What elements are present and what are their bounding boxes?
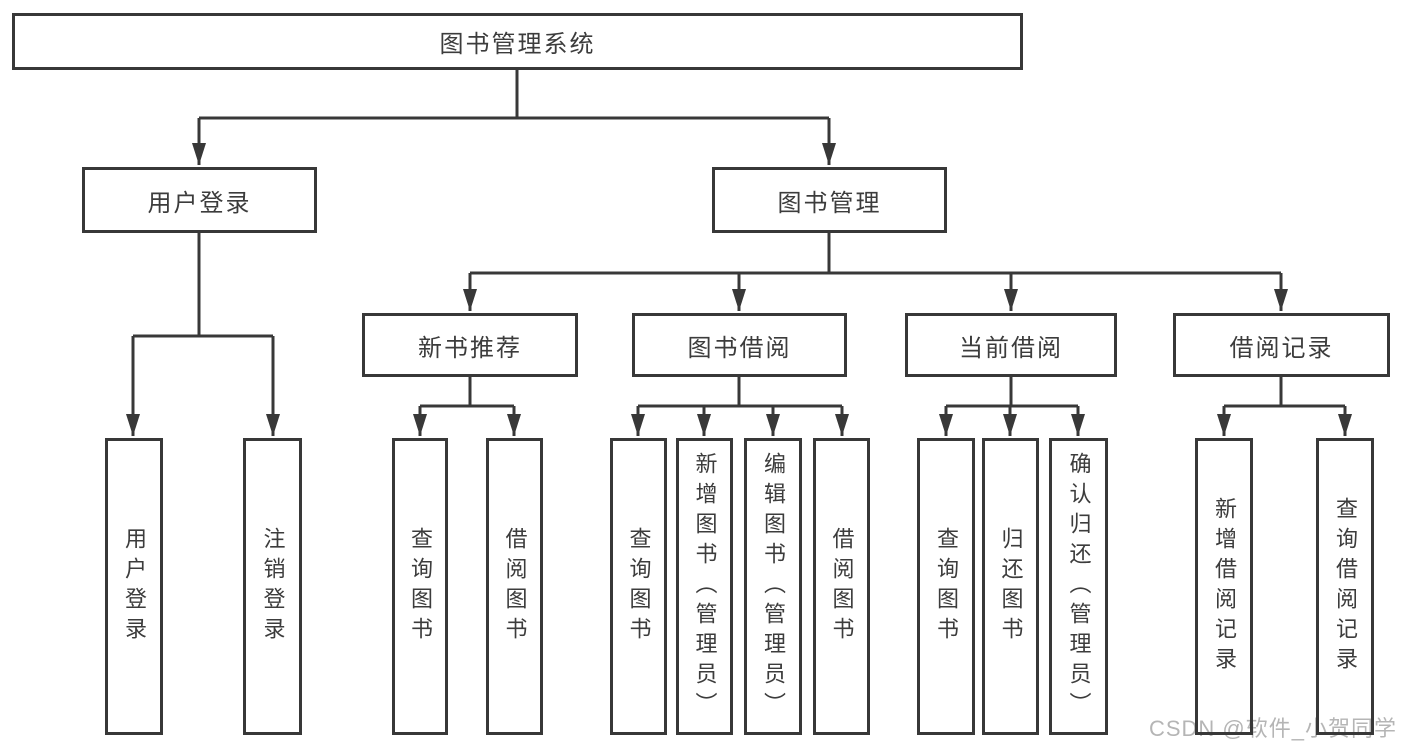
leaf-user-login-label: 用户登录: [122, 526, 147, 647]
leaf-borrow-books-label: 借阅图书: [829, 526, 855, 647]
node-book-management-label: 图书管理: [777, 189, 882, 217]
leaf-newbook-query-books-label: 查询图书: [408, 526, 433, 647]
leaf-newbook-borrow-books: 借阅图书: [486, 438, 543, 735]
leaf-return-books: 归还图书: [982, 438, 1039, 735]
leaf-add-books-admin: 新增图书（管理员）: [676, 438, 733, 735]
leaf-add-books-admin-label: 新增图书（管理员）: [692, 451, 718, 722]
leaf-user-login: 用户登录: [105, 438, 163, 735]
node-current-borrow-label: 当前借阅: [959, 334, 1063, 362]
edge-book-mgmt-branch: [470, 233, 1281, 275]
leaf-query-borrow-record: 查询借阅记录: [1316, 438, 1374, 735]
leaf-logout: 注销登录: [243, 438, 302, 735]
node-borrow-record: 借阅记录: [1173, 313, 1390, 377]
leaf-query-borrow-record-label: 查询借阅记录: [1333, 496, 1358, 677]
node-new-book-recommend-label: 新书推荐: [418, 334, 522, 362]
edge-new-book-branch: [420, 377, 514, 408]
edge-user-login-branch: [133, 233, 273, 338]
edge-borrow-record-branch: [1224, 377, 1345, 408]
leaf-logout-label: 注销登录: [260, 526, 286, 647]
leaf-borrow-books: 借阅图书: [813, 438, 870, 735]
leaf-add-borrow-record: 新增借阅记录: [1195, 438, 1253, 735]
leaf-confirm-return-admin: 确认归还（管理员）: [1049, 438, 1108, 735]
node-book-borrow: 图书借阅: [632, 313, 847, 377]
node-book-management: 图书管理: [712, 167, 947, 233]
node-borrow-record-label: 借阅记录: [1229, 334, 1334, 362]
leaf-edit-books-admin: 编辑图书（管理员）: [744, 438, 802, 735]
node-user-login: 用户登录: [82, 167, 317, 233]
leaf-edit-books-admin-label: 编辑图书（管理员）: [761, 451, 786, 722]
leaf-return-books-label: 归还图书: [998, 526, 1024, 647]
leaf-borrow-query-books: 查询图书: [610, 438, 667, 735]
leaf-newbook-query-books: 查询图书: [392, 438, 448, 735]
edge-root-branch: [199, 70, 829, 120]
leaf-confirm-return-admin-label: 确认归还（管理员）: [1066, 451, 1092, 722]
leaf-add-borrow-record-label: 新增借阅记录: [1212, 496, 1237, 677]
node-book-borrow-label: 图书借阅: [687, 334, 792, 362]
node-new-book-recommend: 新书推荐: [362, 313, 578, 377]
leaf-current-query-books: 查询图书: [917, 438, 975, 735]
leaf-current-query-books-label: 查询图书: [934, 526, 959, 647]
node-current-borrow: 当前借阅: [905, 313, 1117, 377]
node-root-system: 图书管理系统: [12, 13, 1023, 70]
leaf-newbook-borrow-books-label: 借阅图书: [502, 526, 528, 647]
edge-current-borrow-branch: [946, 377, 1078, 408]
node-root-label: 图书管理系统: [439, 31, 596, 58]
leaf-borrow-query-books-label: 查询图书: [626, 526, 652, 647]
node-user-login-label: 用户登录: [147, 189, 252, 217]
edge-book-borrow-branch: [638, 377, 842, 408]
csdn-watermark: CSDN @软件_小贺同学: [1148, 716, 1397, 741]
